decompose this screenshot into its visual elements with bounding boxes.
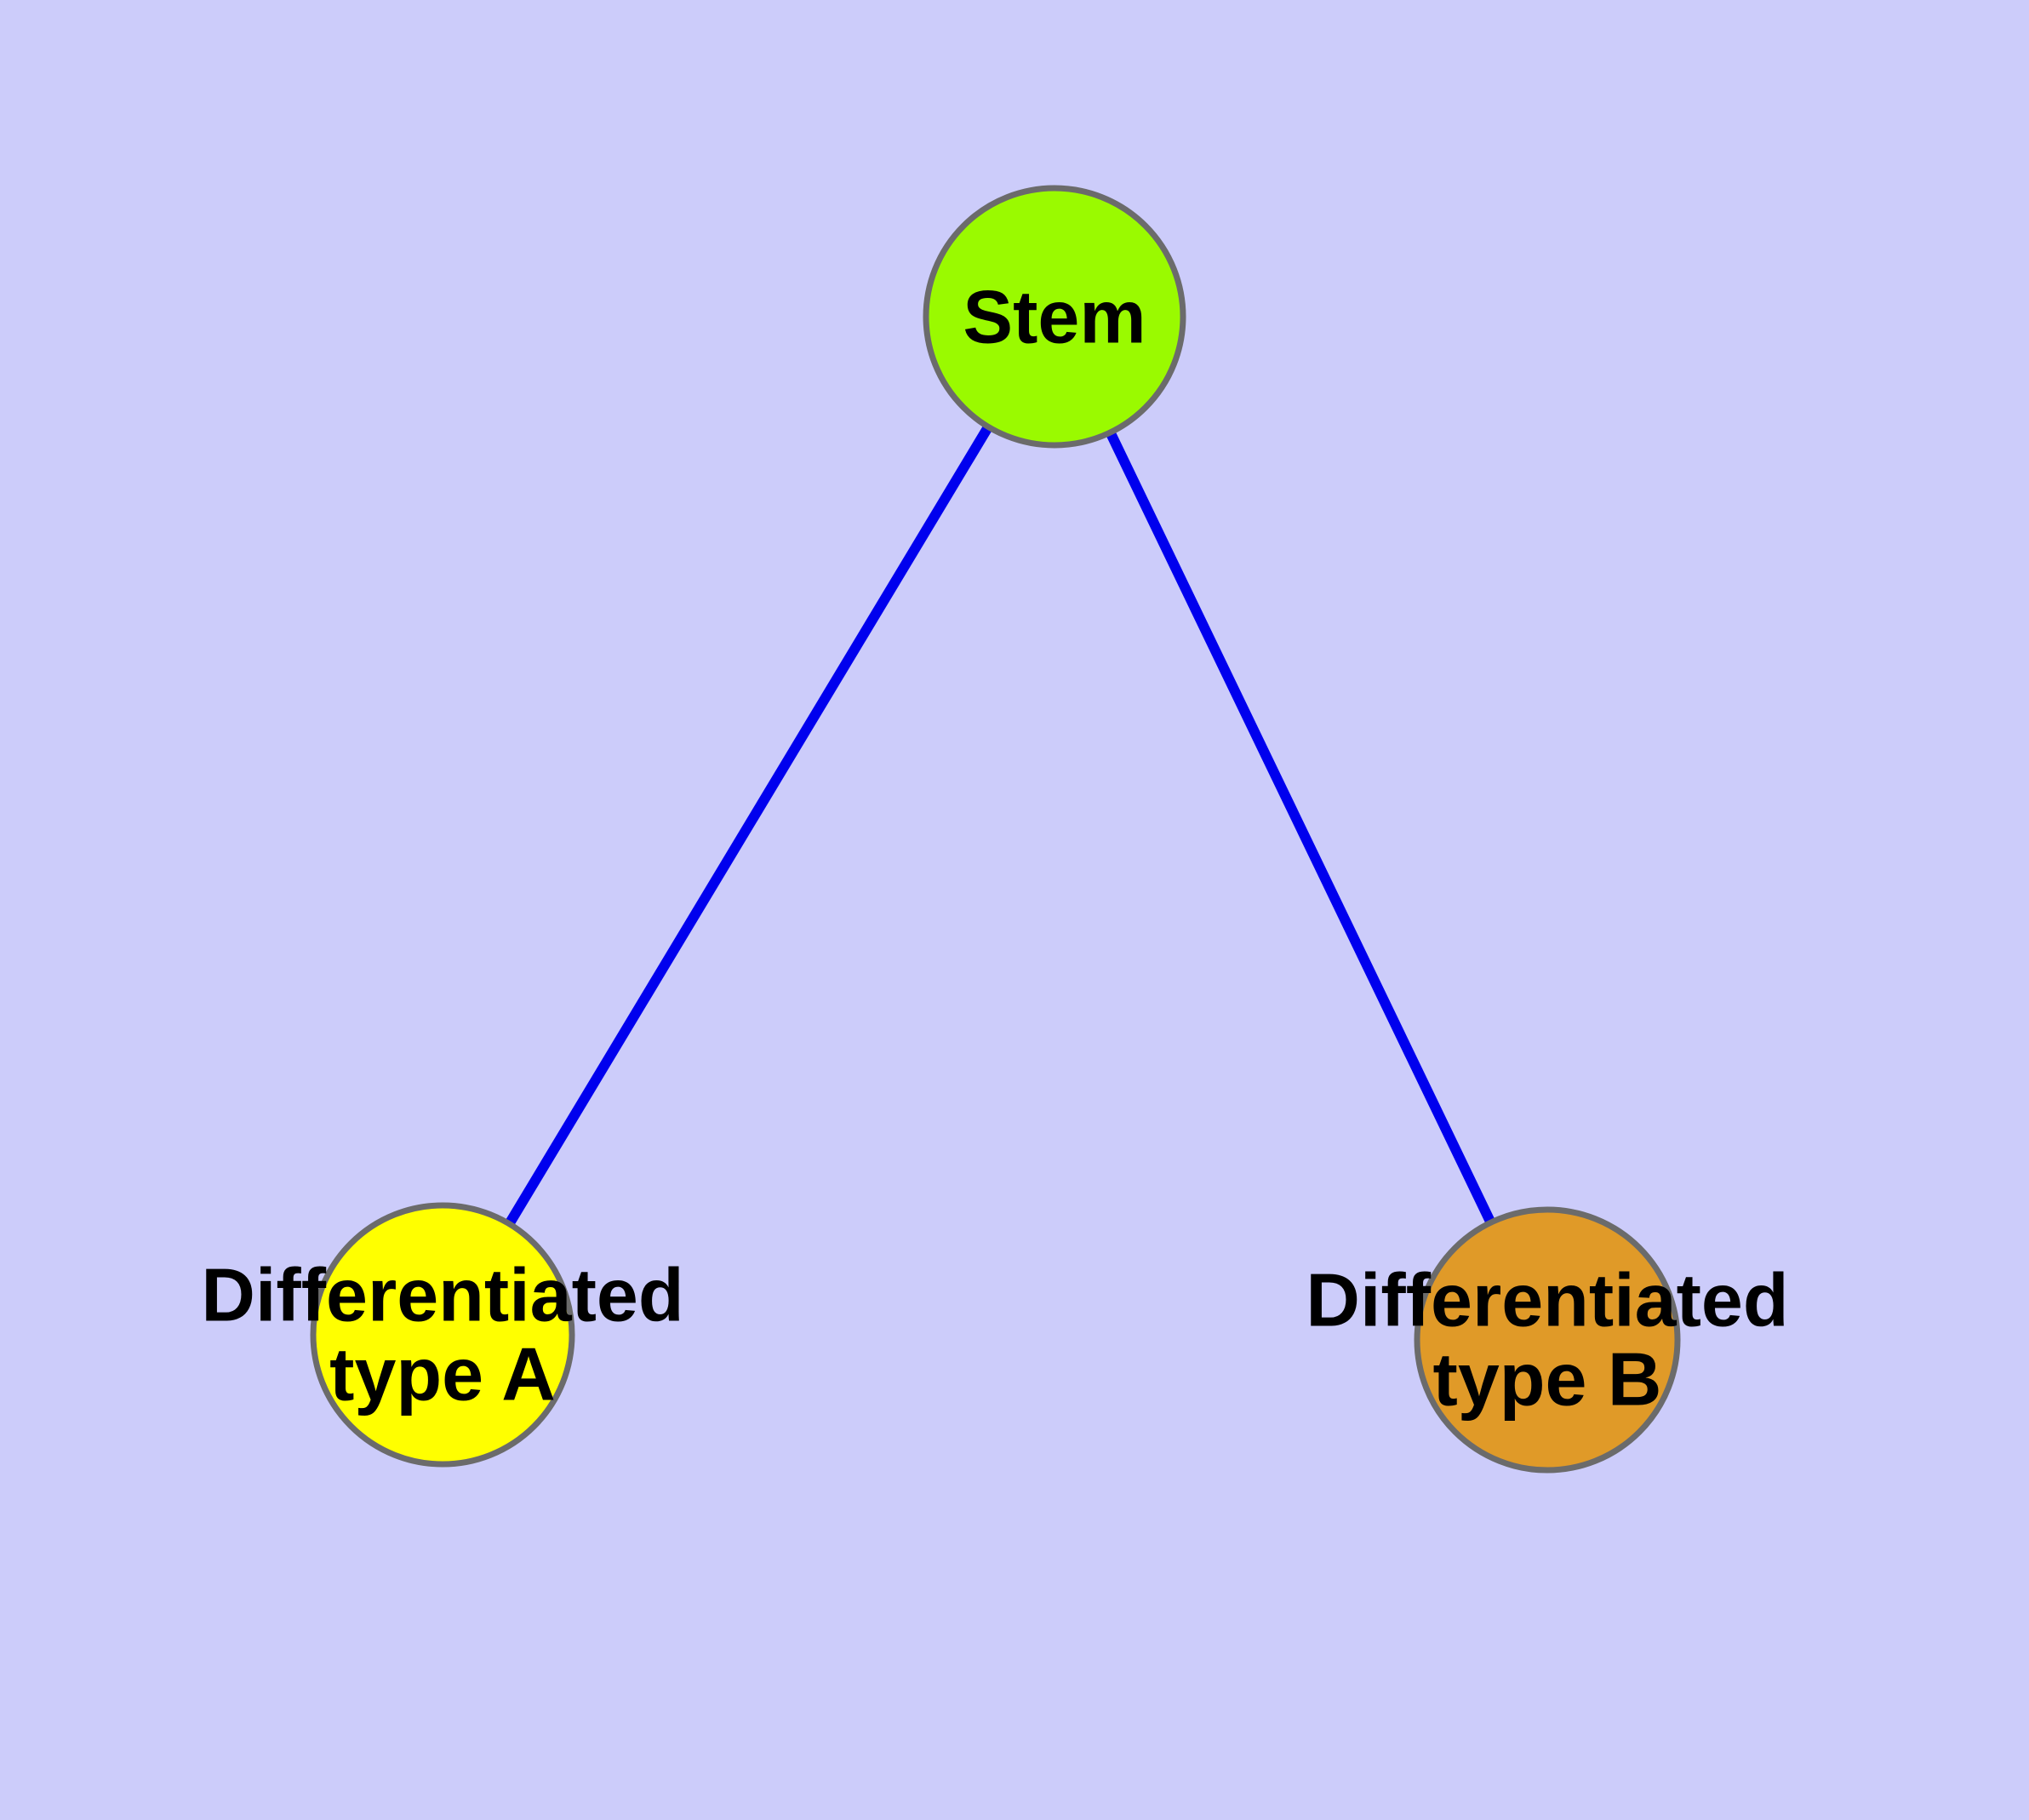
graph-edge-stem-to-a[interactable] [506, 426, 992, 1226]
graph-node-stem[interactable] [923, 185, 1186, 449]
graph-edge-stem-to-b[interactable] [1106, 432, 1495, 1223]
edges-group [506, 426, 1495, 1226]
graph-node-diff_a[interactable] [310, 1202, 575, 1468]
nodes-group [310, 185, 1681, 1474]
graph-node-diff_b[interactable] [1414, 1206, 1681, 1474]
